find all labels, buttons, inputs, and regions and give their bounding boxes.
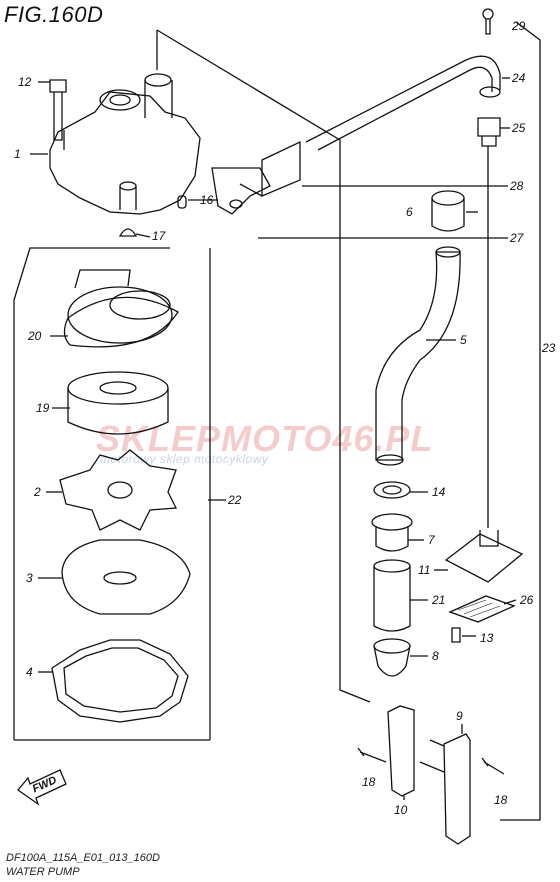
gasket-4 [51, 639, 189, 723]
clamp-28 [239, 140, 301, 197]
kit-bracket-22 [13, 247, 170, 301]
callout-labels: 12 1 16 17 20 19 2 3 4 22 29 24 25 28 27… [14, 19, 556, 817]
callout: 27 [509, 231, 525, 245]
callout: 4 [26, 665, 33, 679]
clamp-27 [211, 167, 271, 215]
callout: 2 [33, 485, 41, 499]
callout: 1 [14, 147, 21, 161]
plate-3 [61, 539, 191, 615]
callout: 10 [394, 803, 408, 817]
watermark-tagline: motorowy sklep motocyklowy [100, 452, 269, 466]
rail-9 [443, 733, 471, 845]
hose-5 [375, 251, 461, 461]
callout: 19 [36, 401, 50, 415]
callout: 12 [18, 75, 32, 89]
callout: 5 [460, 333, 467, 347]
callout: 3 [26, 571, 33, 585]
callout: 8 [432, 649, 439, 663]
callout: 21 [431, 593, 445, 607]
callout: 16 [200, 193, 214, 207]
pump-case [49, 91, 201, 215]
footer-code: DF100A_115A_E01_013_160D [6, 852, 160, 864]
callout: 17 [152, 229, 167, 243]
callout: 28 [509, 179, 524, 193]
callout: 29 [511, 19, 526, 33]
impeller [59, 449, 178, 531]
figure-title: FIG.160D [4, 2, 104, 27]
callout: 23 [541, 341, 556, 355]
callout: 26 [519, 593, 534, 607]
bracket-outline [156, 29, 371, 703]
callout: 18 [362, 775, 376, 789]
callout: 25 [511, 121, 526, 135]
cage-20 [63, 269, 179, 348]
screen-26 [448, 595, 516, 623]
rail-10 [387, 705, 415, 797]
callout: 11 [418, 563, 430, 577]
callout: 20 [27, 329, 42, 343]
water-pipe [305, 55, 501, 151]
callout: 24 [511, 71, 526, 85]
callout: 7 [428, 533, 436, 547]
footer-name: WATER PUMP [6, 866, 80, 878]
callout: 18 [494, 793, 508, 807]
fwd-arrow-icon: FWD [17, 769, 67, 806]
callout: 22 [227, 493, 242, 507]
callout: 14 [432, 485, 446, 499]
callout: 9 [456, 709, 463, 723]
bolt-12 [49, 79, 67, 141]
callout: 6 [406, 205, 413, 219]
callout: 13 [480, 631, 494, 645]
